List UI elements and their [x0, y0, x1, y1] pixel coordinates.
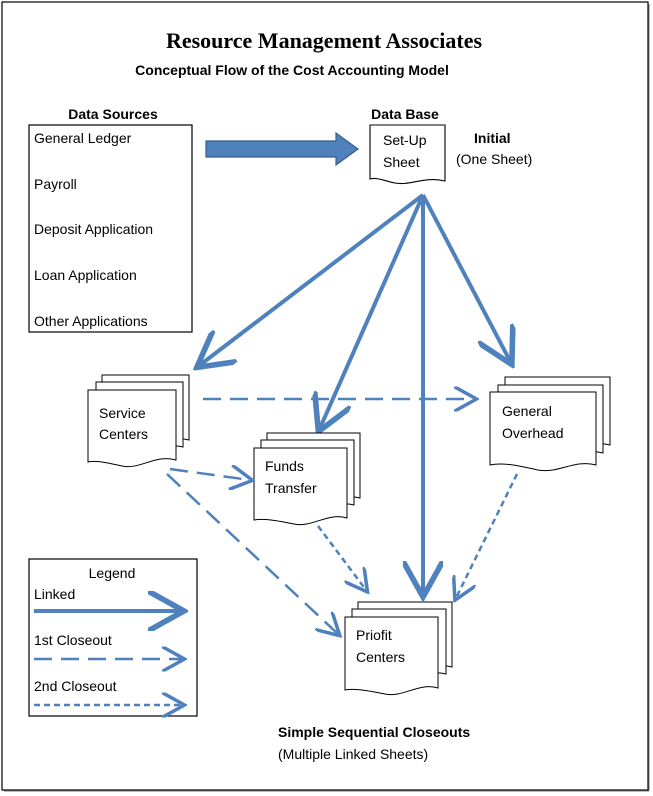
data-source-item: Loan Application — [34, 267, 137, 283]
page-subtitle: Conceptual Flow of the Cost Accounting M… — [135, 62, 449, 78]
legend: Legend Linked 1st Closeout 2nd Closeout — [28, 558, 198, 717]
profit-centers-label: Priofit — [356, 627, 392, 643]
general-overhead-label: Overhead — [502, 425, 563, 441]
closeout1-service-to-profit — [166, 473, 338, 634]
legend-first-closeout-label: 1st Closeout — [34, 632, 112, 648]
data-feed-block-arrow — [205, 131, 360, 167]
data-source-item: Other Applications — [34, 313, 148, 329]
page-title: Resource Management Associates — [166, 28, 483, 53]
linked-arrow-funds-transfer — [320, 194, 425, 428]
profit-centers-stack: Priofit Centers — [344, 601, 453, 696]
data-sources-heading: Data Sources — [68, 106, 158, 122]
general-overhead-stack: General Overhead — [489, 376, 611, 472]
setup-sheet-label: Set-Up — [383, 132, 427, 148]
legend-second-closeout-label: 2nd Closeout — [34, 678, 117, 694]
profit-centers-label: Centers — [356, 649, 405, 665]
service-centers-stack: Service Centers — [87, 374, 190, 468]
closeout2-funds-to-profit — [317, 525, 366, 590]
legend-linked-label: Linked — [34, 586, 75, 602]
initial-note: (One Sheet) — [456, 151, 532, 167]
service-centers-label: Centers — [99, 426, 148, 442]
funds-transfer-label: Transfer — [265, 480, 317, 496]
footer-title: Simple Sequential Closeouts — [278, 724, 470, 740]
first-closeout-arrows — [166, 399, 474, 634]
second-closeout-arrows — [317, 473, 519, 598]
data-sources-box — [28, 124, 193, 333]
legend-box — [28, 558, 198, 717]
setup-sheet-document — [369, 124, 446, 185]
funds-transfer-stack: Funds Transfer — [253, 432, 361, 526]
general-overhead-label: General — [502, 403, 552, 419]
legend-title: Legend — [89, 565, 136, 581]
linked-arrow-service-centers — [200, 193, 425, 365]
initial-label: Initial — [474, 130, 511, 146]
data-source-item: Deposit Application — [34, 221, 153, 237]
funds-transfer-label: Funds — [265, 458, 304, 474]
data-source-item: Payroll — [34, 176, 77, 192]
linked-arrow-general-overhead — [421, 194, 510, 361]
setup-sheet-label: Sheet — [383, 154, 420, 170]
service-centers-label: Service — [99, 405, 146, 421]
data-source-item: General Ledger — [34, 130, 132, 146]
database-heading: Data Base — [371, 106, 439, 122]
closeout2-overhead-to-profit — [456, 473, 519, 598]
closeout1-service-to-funds — [169, 469, 250, 480]
footer-note: (Multiple Linked Sheets) — [278, 746, 428, 762]
linked-arrows — [200, 193, 510, 593]
